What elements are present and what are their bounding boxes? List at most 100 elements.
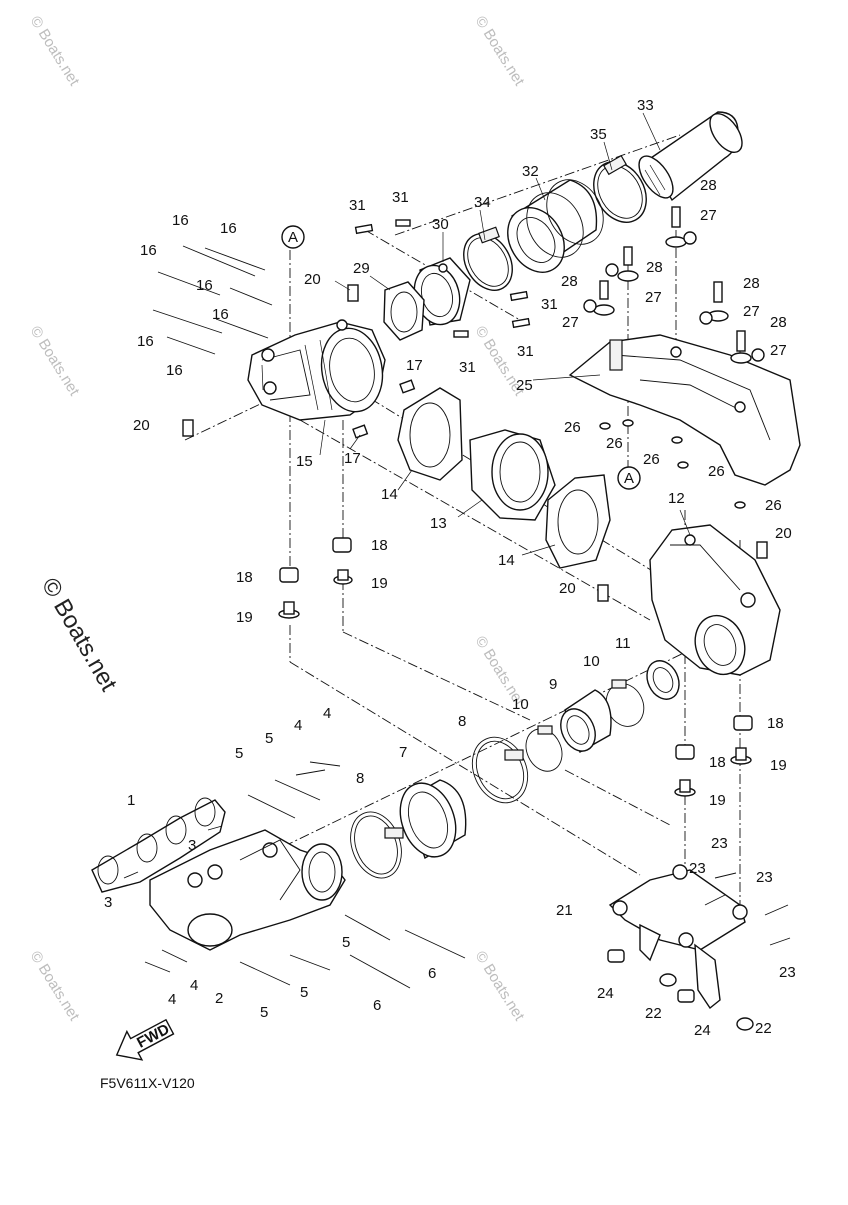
svg-text:A: A xyxy=(624,470,634,487)
callout: 5 xyxy=(342,934,350,951)
callout: 7 xyxy=(399,744,407,761)
callout: 18 xyxy=(236,569,253,586)
callout: 19 xyxy=(709,792,726,809)
callout: 31 xyxy=(541,296,558,313)
part-27-28-fasteners xyxy=(583,206,765,364)
part-32-coupler xyxy=(507,179,604,273)
callout: 22 xyxy=(755,1020,772,1037)
callout: 29 xyxy=(353,260,370,277)
part-17-pin xyxy=(399,379,416,394)
watermark: © Boats.net xyxy=(27,323,84,399)
part-30-adapter xyxy=(413,257,471,326)
callout: 34 xyxy=(474,194,491,211)
callout: 23 xyxy=(711,835,728,852)
callout: 18 xyxy=(709,754,726,771)
part-14-gasket xyxy=(397,387,463,481)
fwd-arrow-icon: FWD xyxy=(115,1018,175,1061)
callout: 4 xyxy=(323,705,331,722)
callout: 26 xyxy=(765,497,782,514)
part-8-clamp xyxy=(350,811,404,879)
svg-text:A: A xyxy=(288,229,298,246)
part-10-clamp xyxy=(525,725,563,772)
callout: 30 xyxy=(432,216,449,233)
callout: 8 xyxy=(356,770,364,787)
callout: 14 xyxy=(498,552,515,569)
callout: 18 xyxy=(371,537,388,554)
callout: 14 xyxy=(381,486,398,503)
watermark: © Boats.net xyxy=(472,13,529,89)
callout: 31 xyxy=(392,189,409,206)
part-25-cover xyxy=(568,334,801,486)
part-17-pin xyxy=(352,424,369,439)
part-2-manifold xyxy=(149,829,346,951)
callout: 20 xyxy=(133,417,150,434)
callout: 4 xyxy=(168,991,176,1008)
callout: 5 xyxy=(235,745,243,762)
callout: 20 xyxy=(775,525,792,542)
callout: 27 xyxy=(770,342,787,359)
part-13-liner xyxy=(469,429,556,521)
part-11-ring xyxy=(646,660,680,700)
callout: 5 xyxy=(300,984,308,1001)
callout: 26 xyxy=(606,435,623,452)
callout: 3 xyxy=(188,837,196,854)
callout: 13 xyxy=(430,515,447,532)
diagram-code: F5V611X-V120 xyxy=(100,1075,195,1091)
fwd-label: FWD xyxy=(134,1021,172,1052)
callout: 16 xyxy=(172,212,189,229)
callout: 22 xyxy=(645,1005,662,1022)
part-33-duct xyxy=(638,111,743,202)
part-12-nozzle xyxy=(649,524,781,676)
part-18-19-grommets xyxy=(278,537,753,797)
callout: 5 xyxy=(265,730,273,747)
part-20-bolts xyxy=(182,284,768,602)
callout: 31 xyxy=(517,343,534,360)
callout: 26 xyxy=(708,463,725,480)
callout: 28 xyxy=(743,275,760,292)
callout: 27 xyxy=(700,207,717,224)
callout: 32 xyxy=(522,163,539,180)
callout: 10 xyxy=(512,696,529,713)
part-34-clamp xyxy=(463,226,513,291)
callout: 19 xyxy=(770,757,787,774)
part-22-23-24 xyxy=(607,872,791,1031)
callout: 15 xyxy=(296,453,313,470)
callout-labels: 33 35 32 28 27 31 31 34 30 16 16 16 16 1… xyxy=(104,97,796,1039)
ref-marker-a: A xyxy=(617,466,641,490)
callout: 17 xyxy=(344,450,361,467)
callout: 16 xyxy=(166,362,183,379)
callout: 23 xyxy=(689,860,706,877)
bolts-3-4-5-6 xyxy=(123,761,466,989)
callout: 3 xyxy=(104,894,112,911)
callout: 33 xyxy=(637,97,654,114)
callout: 6 xyxy=(428,965,436,982)
part-35-clamp xyxy=(593,154,647,223)
assembly-axis-lines xyxy=(184,134,741,910)
part-8-clamp xyxy=(471,736,529,804)
callout: 28 xyxy=(770,314,787,331)
callout: 26 xyxy=(564,419,581,436)
callout: 27 xyxy=(743,303,760,320)
callout: 16 xyxy=(196,277,213,294)
part-21-bracket xyxy=(608,864,748,1010)
watermark: © Boats.net xyxy=(472,948,529,1024)
callout: 24 xyxy=(597,985,614,1002)
watermark: © Boats.net xyxy=(27,13,84,89)
watermark: © Boats.net xyxy=(27,948,84,1024)
part-31-bolts xyxy=(354,219,531,338)
callout: 20 xyxy=(559,580,576,597)
callout: 24 xyxy=(694,1022,711,1039)
part-26-rings xyxy=(599,419,746,509)
part-9-coupler xyxy=(560,689,612,754)
callout: 27 xyxy=(645,289,662,306)
callout: 4 xyxy=(190,977,198,994)
callout: 6 xyxy=(373,997,381,1014)
callout: 27 xyxy=(562,314,579,331)
callout: 12 xyxy=(668,490,685,507)
part-15-housing xyxy=(247,319,386,421)
callout: 28 xyxy=(646,259,663,276)
callout: 16 xyxy=(220,220,237,237)
callout: 19 xyxy=(371,575,388,592)
